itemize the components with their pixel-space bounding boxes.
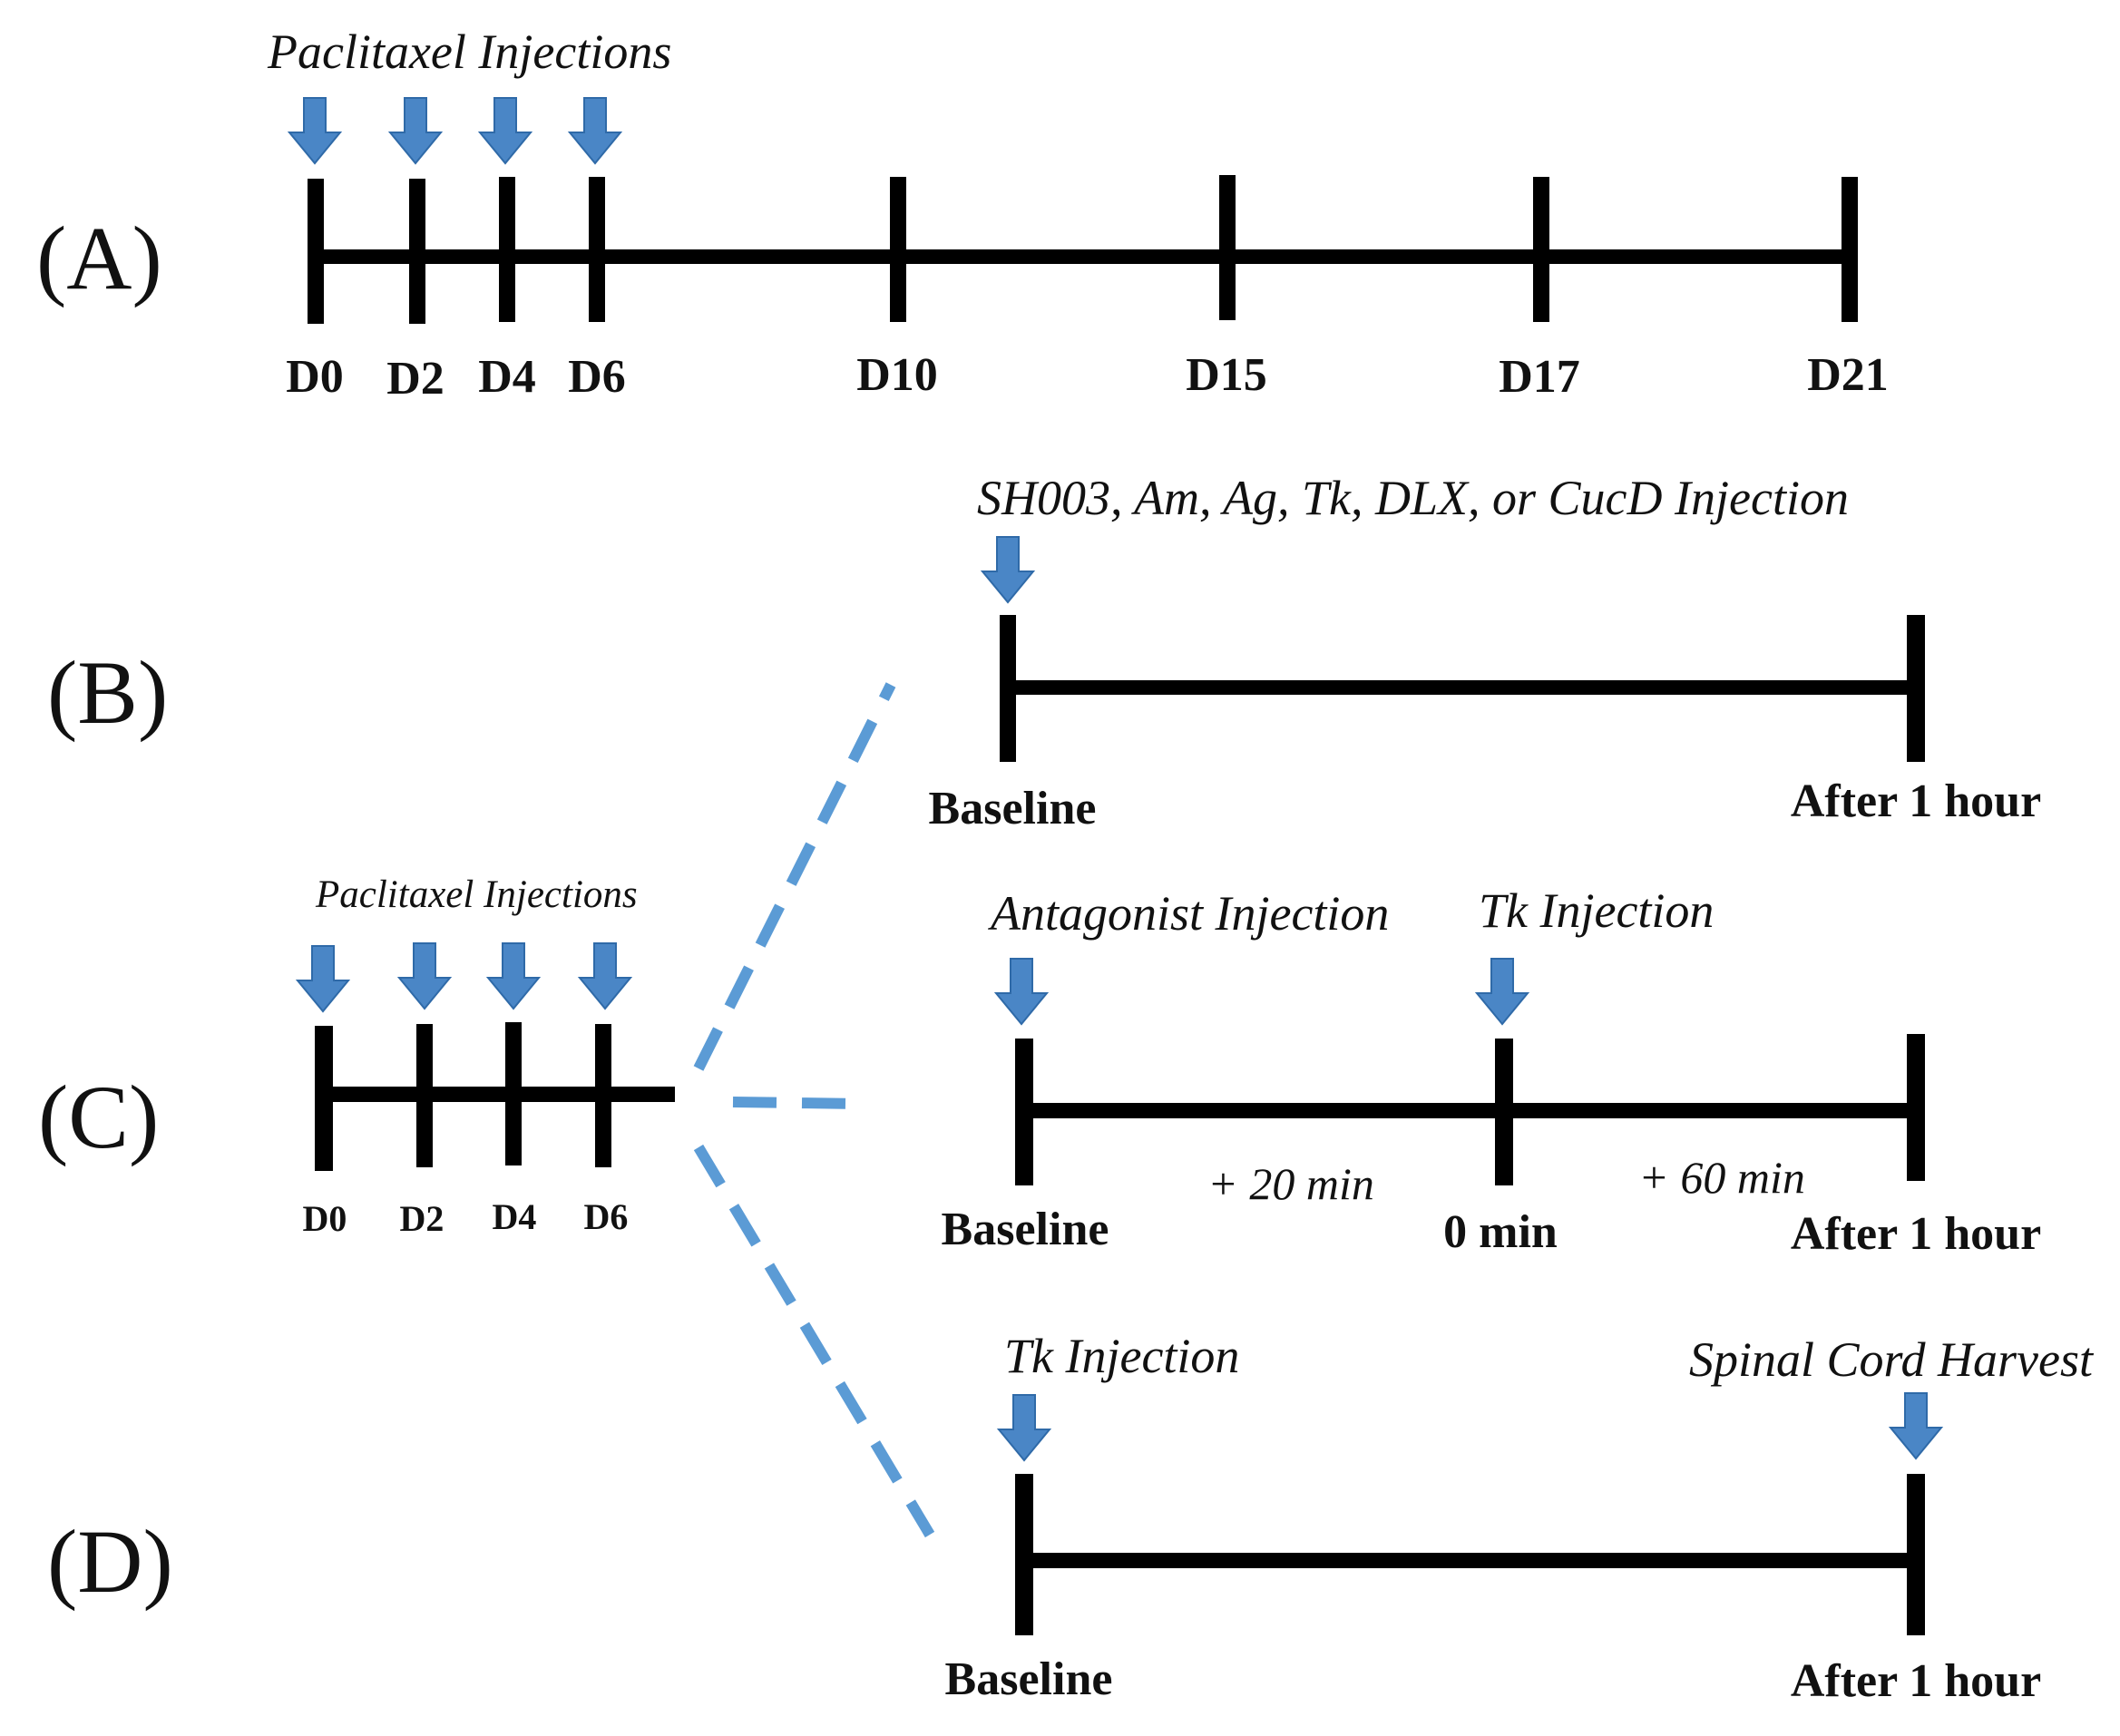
timeline-axis [1008, 680, 1915, 695]
timeline-tick [1000, 615, 1016, 762]
timeline-tick [1907, 1034, 1925, 1181]
baseline-label: Baseline [942, 1204, 1109, 1255]
panel-c-mini-arrows [297, 942, 631, 1012]
panel-a-label: (A) [36, 208, 162, 308]
timeline-tick [890, 177, 906, 322]
injection-arrow-icon [1476, 958, 1529, 1025]
timeline-tick [409, 179, 425, 324]
connector-to-panel-c [732, 1097, 863, 1109]
tick-label: D0 [286, 351, 344, 403]
panel-b-timeline [1000, 615, 1925, 762]
panel-c-mini-annotation: Paclitaxel Injections [315, 873, 638, 916]
baseline-label: Baseline [945, 1653, 1113, 1705]
panel-c-mini-timeline [315, 1022, 675, 1171]
timeline-tick [1907, 1474, 1925, 1635]
injection-arrow-icon [998, 1394, 1050, 1461]
timeline-tick [589, 177, 605, 322]
tick-label: D2 [400, 1198, 445, 1239]
interval-label-20: + 20 min [1207, 1158, 1374, 1209]
tick-label: D2 [386, 353, 445, 405]
timeline-tick [1495, 1039, 1513, 1185]
panel-a-annotation: Paclitaxel Injections [267, 24, 671, 79]
injection-arrow-icon [487, 942, 540, 1009]
tick-label: D21 [1807, 349, 1889, 401]
timeline-tick [1219, 175, 1236, 320]
timeline-tick [595, 1024, 611, 1167]
zero-min-label: 0 min [1443, 1206, 1558, 1258]
tick-label: D17 [1499, 351, 1580, 403]
panel-b-annotation: SH003, Am, Ag, Tk, DLX, or CucD Injectio… [977, 471, 1849, 525]
timeline-tick [505, 1022, 522, 1165]
panel-c-timeline [1015, 1034, 1925, 1185]
timeline-axis [315, 249, 1853, 264]
panel-c-label: (C) [38, 1067, 159, 1167]
timeline-axis [323, 1087, 675, 1102]
injection-arrow-icon [569, 97, 621, 164]
injection-arrow-icon [398, 942, 451, 1009]
panel-a-timeline [308, 175, 1858, 324]
panel-d-label: (D) [47, 1511, 173, 1612]
connector-to-panel-b [693, 682, 896, 1071]
panel-c-annotation-antagonist: Antagonist Injection [988, 886, 1389, 941]
baseline-label: Baseline [929, 783, 1097, 834]
tick-label: D6 [568, 351, 626, 403]
timeline-tick [315, 1026, 333, 1171]
injection-arrow-icon [579, 942, 631, 1009]
panel-d-annotation-harvest: Spinal Cord Harvest [1689, 1332, 2095, 1387]
injection-arrow-icon [995, 958, 1048, 1025]
end-label: After 1 hour [1791, 775, 2041, 827]
injection-arrow-icon [288, 97, 341, 164]
panel-b-label: (B) [47, 642, 168, 743]
timeline-tick [308, 179, 324, 324]
end-label: After 1 hour [1791, 1655, 2041, 1707]
end-label: After 1 hour [1791, 1208, 2041, 1260]
panel-d-timeline [1015, 1474, 1925, 1635]
tick-label: D0 [303, 1198, 347, 1239]
injection-arrow-icon [479, 97, 532, 164]
panel-c-annotation-tk: Tk Injection [1479, 883, 1714, 938]
panel-a-tick-labels: D0 D2 D4 D6 D10 D15 D17 D21 [286, 349, 1889, 405]
tick-label: D4 [493, 1196, 537, 1237]
panel-d-annotation-tk: Tk Injection [1004, 1329, 1239, 1383]
panel-a-arrows [288, 97, 621, 164]
timeline-tick [1533, 177, 1549, 322]
timeline-tick [1015, 1474, 1033, 1635]
timeline-tick [416, 1024, 433, 1167]
connector-to-panel-d [693, 1144, 935, 1538]
injection-arrow-icon [297, 945, 349, 1012]
injection-arrow-icon [982, 536, 1034, 603]
interval-label-60: + 60 min [1638, 1152, 1805, 1203]
tick-label: D6 [584, 1196, 629, 1237]
harvest-arrow-icon [1890, 1392, 1942, 1459]
tick-label: D4 [478, 351, 536, 403]
dashed-connectors [693, 682, 935, 1538]
tick-label: D10 [856, 349, 938, 401]
panel-c-mini-tick-labels: D0 D2 D4 D6 [303, 1196, 629, 1239]
timeline-tick [499, 177, 515, 322]
tick-label: D15 [1186, 349, 1267, 401]
timeline-axis [1024, 1553, 1915, 1568]
injection-arrow-icon [389, 97, 442, 164]
timeline-tick [1907, 615, 1925, 762]
timeline-axis [1024, 1103, 1915, 1118]
timeline-tick [1015, 1039, 1033, 1185]
timeline-tick [1842, 177, 1858, 322]
